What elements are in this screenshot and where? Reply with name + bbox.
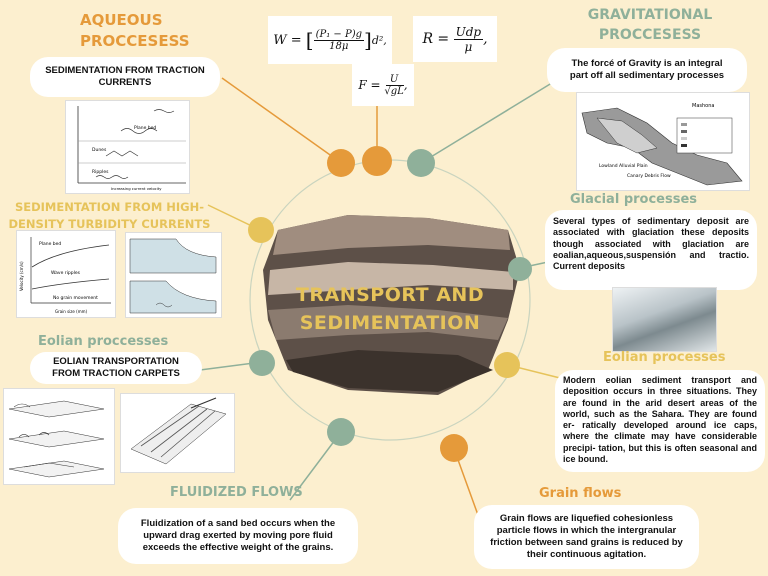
bedform-ripples-label: Ripples — [92, 169, 109, 175]
bedform-axis-label: Increasing current velocity — [111, 186, 162, 191]
reynolds-denominator: μ — [464, 39, 473, 54]
debris-map-figure: Mashona Lowland Alluvial Plain Canary De… — [576, 92, 750, 191]
grain-box: Grain flows are liquefied cohesionless p… — [474, 505, 699, 569]
aqueous-heading: AQUEOUS PROCCESESS — [80, 10, 190, 52]
eolian-left-heading: Eolian proccesses — [38, 334, 169, 349]
reynolds-formula: R = Udp μ , — [413, 16, 497, 62]
froude-numerator: U — [385, 74, 403, 86]
main-title: TRANSPORT AND SEDIMENTATION — [295, 284, 485, 334]
turbidity-heading-line1: SEDIMENTATION FROM HIGH- — [14, 200, 205, 214]
eolian-right-heading: Eolian processes — [603, 350, 726, 365]
ripple-plane-bed-label: Plane bed — [39, 241, 61, 247]
stokes-denominator: 18μ — [329, 40, 349, 52]
glacial-heading: Glacial processes — [570, 192, 698, 207]
fluidization-figure — [120, 393, 235, 473]
grain-heading: Grain flows — [539, 486, 622, 501]
bedform-plane-bed-label: Plane bed — [134, 125, 156, 131]
glacial-photo — [612, 287, 717, 352]
dot-eolian-right — [494, 352, 520, 378]
ripple-xlabel: Grain size (mm) — [55, 309, 87, 314]
ripple-no-grain-label: No grain movement — [53, 295, 98, 301]
ripple-wave-label: Wave ripples — [51, 270, 81, 276]
dot-glacial — [508, 257, 532, 281]
turbidity-current-figure — [125, 232, 222, 318]
ripple-graph-figure: Plane bed Wave ripples No grain movement… — [16, 230, 116, 318]
map-caption-2: Canary Debris Flow — [627, 173, 671, 179]
dot-fluidized — [327, 418, 355, 446]
stokes-tail: d², — [371, 33, 387, 47]
bedform-dunes-label: Dunes — [92, 147, 107, 153]
aqueous-box: SEDIMENTATION FROM TRACTION CURRENTS — [30, 57, 220, 97]
aqueous-heading-line2: PROCCESESS — [80, 32, 190, 50]
map-caption-1: Lowland Alluvial Plain — [599, 163, 648, 169]
dune-types-figure — [3, 388, 115, 485]
ripple-ylabel: Velocity (cm/s) — [19, 261, 24, 291]
froude-denominator: gL — [390, 84, 404, 97]
stokes-numerator: (P₁ − P)g — [313, 28, 364, 41]
dot-gravitational — [407, 149, 435, 177]
gravitational-heading-line2: PROCCESESS — [598, 27, 702, 44]
gravitational-heading-line1: GRAVITATIONAL — [587, 7, 713, 23]
reynolds-numerator: Udp — [453, 24, 484, 40]
rock-illustration — [263, 215, 520, 395]
stokes-formula: W = [ (P₁ − P)g 18μ ]d², — [268, 16, 392, 64]
gravitational-heading: GRAVITATIONAL PROCCESESS — [585, 5, 715, 46]
turbidity-heading: SEDIMENTATION FROM HIGH- DENSITY TURBIDI… — [2, 199, 217, 232]
dot-aqueous — [327, 149, 355, 177]
fluidized-box: Fluidization of a sand bed occurs when t… — [118, 508, 358, 564]
gravitational-box: The forcé of Gravity is an integral part… — [547, 48, 747, 92]
dot-turbidity — [248, 217, 274, 243]
eolian-left-box: EOLIAN TRANSPORTATION FROM TRACTION CARP… — [30, 352, 202, 384]
map-title-label: Mashona — [692, 103, 714, 109]
turbidity-heading-line2: DENSITY TURBIDITY CURRENTS — [8, 216, 211, 231]
eolian-right-box: Modern eolian sediment transport and dep… — [555, 370, 765, 472]
aqueous-heading-line1: AQUEOUS — [80, 11, 163, 29]
froude-lhs: F — [358, 78, 367, 92]
reynolds-lhs: R — [422, 31, 433, 47]
froude-formula: F = U √gL , — [352, 64, 414, 106]
bedform-figure: Plane bed Dunes Ripples Increasing curre… — [65, 100, 190, 194]
dot-eolian-left — [249, 350, 275, 376]
glacial-box: Several types of sedimentary deposit are… — [545, 210, 757, 290]
dot-grain — [440, 434, 468, 462]
fluidized-heading: FLUIDIZED FLOWS — [170, 485, 303, 500]
dot-formulas — [362, 146, 392, 176]
stokes-lhs: W — [273, 32, 287, 48]
